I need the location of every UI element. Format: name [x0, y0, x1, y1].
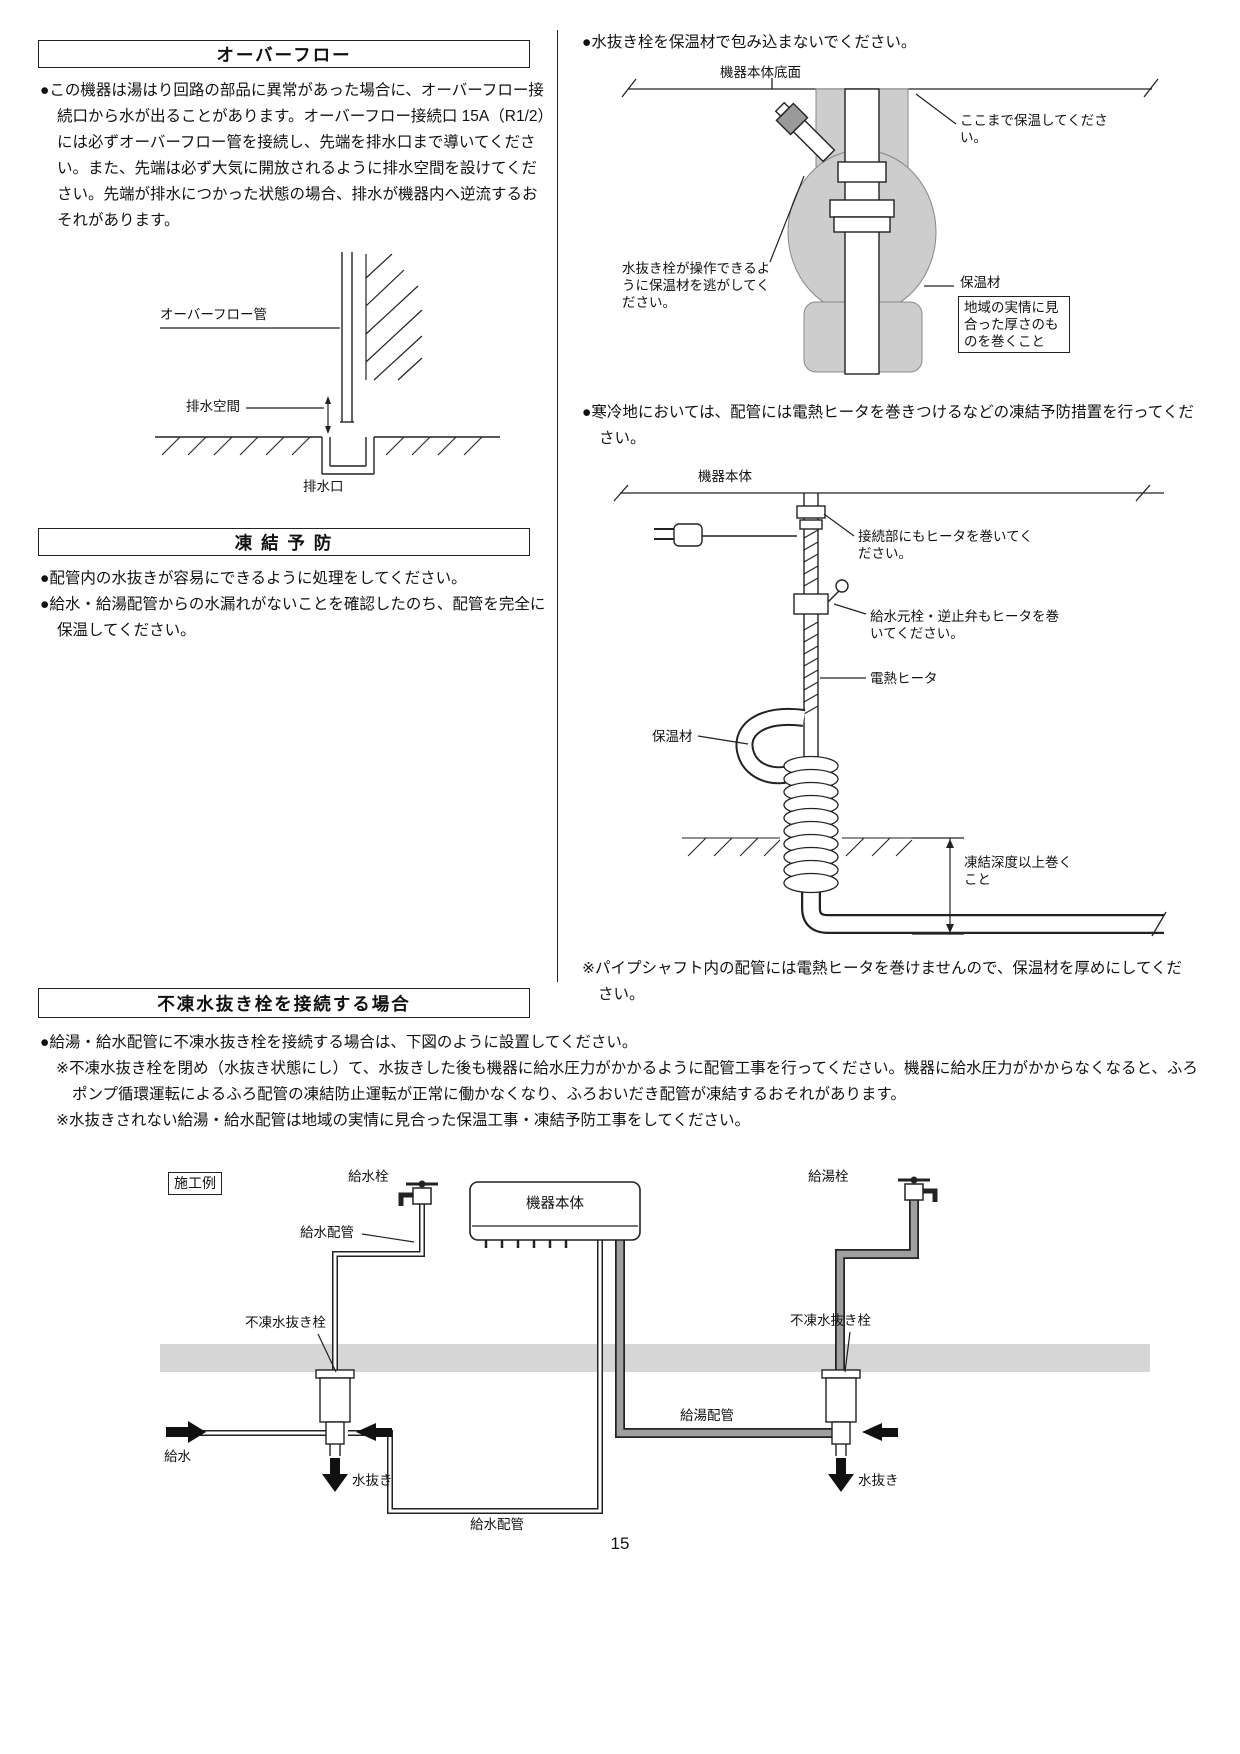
ground-band — [160, 1344, 1150, 1372]
label-leaders — [317, 1233, 851, 1373]
thickness-note-box: 地域の実情に見合った厚さのものを巻くこと — [958, 296, 1070, 353]
unit-box-label: 機器本体 — [526, 1196, 584, 1212]
hot-water-pipes — [615, 1200, 919, 1438]
heater-diagram-art — [613, 484, 1167, 937]
section-title-freeze: 凍 結 予 防 — [234, 532, 334, 553]
bottom-elbow-pipe — [801, 886, 1167, 937]
unit-bottom-label: 機器本体底面 — [720, 65, 801, 80]
label-leaders — [697, 513, 867, 745]
hot-tap-label: 給湯栓 — [808, 1169, 849, 1184]
ground-hatch — [161, 436, 483, 456]
right-column: ●水抜き栓を保温材で包み込まないでください。 — [582, 30, 1204, 1008]
freeze-bullet-1: ●配管内の水抜きが容易にできるように処理をしてください。 — [40, 570, 467, 587]
freeze-bullets: ●配管内の水抜きが容易にできるように処理をしてください。 ●給水・給湯配管からの… — [40, 566, 550, 644]
valve-heater-label: 給水元栓・逆止弁もヒータを巻いてください。 — [870, 609, 1059, 641]
overflow-body-text: ●この機器は湯はり回路の部品に異常があった場合に、オーバーフロー接続口から水が出… — [40, 82, 546, 229]
section-header-freeze: 凍 結 予 防 — [38, 528, 530, 556]
space-arrowheads — [325, 396, 331, 434]
antifreeze-valve-left — [315, 1369, 355, 1456]
water-pipe — [796, 493, 826, 776]
drain-outlet-label: 排水口 — [303, 479, 344, 494]
freeze-bullet-2: ●給水・給湯配管からの水漏れがないことを確認したのち、配管を完全に保温してくださ… — [40, 596, 546, 639]
supply-tap-label: 給水栓 — [348, 1169, 389, 1184]
section-header-antifreeze: 不凍水抜き栓を接続する場合 — [38, 988, 530, 1018]
drain-space-label: 排水空間 — [186, 399, 240, 414]
insulation-coil — [783, 755, 839, 894]
antifreeze-valve-right-label: 不凍水抜き栓 — [790, 1313, 871, 1328]
antifreeze-intro: ●給湯・給水配管に不凍水抜き栓を接続する場合は、下図のように設置してください。 — [40, 1034, 638, 1051]
insulation-diagram: 機器本体底面 ここまで保温してください。 水抜き栓が操作できるように保温材を逃が… — [620, 64, 1160, 386]
depth-dimension — [912, 837, 964, 935]
antifreeze-note-1: ※不凍水抜き栓を閉め（水抜き状態にし）て、水抜きした後も機器に給水圧力がかかるよ… — [56, 1060, 1198, 1103]
pipe-with-flange — [829, 88, 895, 375]
insulation-label-2: 保温材 — [652, 729, 693, 744]
example-box-label: 施工例 — [168, 1172, 222, 1195]
heater-diagram: 機器本体 接続部にもヒータを巻いてください。 給水元栓・逆止弁もヒータを巻いてく… — [612, 456, 1172, 948]
insulation-label-1: 保温材 — [960, 275, 1001, 290]
supply-pipe-label: 給水配管 — [300, 1225, 354, 1240]
heater-wrap-ticks — [803, 529, 819, 715]
freeze-depth-label: 凍結深度以上巻くこと — [964, 855, 1072, 887]
shutoff-valve-icon — [793, 579, 849, 615]
unit-label: 機器本体 — [698, 469, 752, 484]
column-divider — [557, 30, 558, 982]
heater-label: 電熱ヒータ — [870, 671, 938, 686]
supply-pipe2-label: 給水配管 — [470, 1517, 524, 1532]
wall-hatch — [365, 253, 423, 381]
unit-bottom-line — [613, 484, 1164, 502]
drain-valve-icon — [774, 101, 836, 163]
flow-arrows — [166, 1421, 898, 1492]
insulation-diagram-art — [621, 78, 1159, 375]
drain-left-label: 水抜き — [352, 1473, 393, 1488]
supply-faucet-icon — [398, 1180, 438, 1206]
installation-diagram: 施工例 給水栓 給水配管 機器本体 給湯栓 不凍水抜き栓 不凍水抜き栓 給湯配管… — [150, 1166, 1160, 1532]
installation-diagram-art — [160, 1176, 1150, 1514]
antifreeze-text-block: ●給湯・給水配管に不凍水抜き栓を接続する場合は、下図のように設置してください。 … — [40, 1030, 1208, 1134]
valve-access-label: 水抜き栓が操作できるように保温材を逃がしてください。 — [622, 261, 771, 310]
ground-hatch — [682, 837, 913, 857]
unit-drawing — [469, 1181, 641, 1248]
antifreeze-valve-left-label: 不凍水抜き栓 — [245, 1315, 326, 1330]
antifreeze-note-2: ※水抜きされない給湯・給水配管は地域の実情に見合った保温工事・凍結予防工事をして… — [56, 1112, 751, 1129]
supply-label: 給水 — [164, 1449, 191, 1464]
page-number: 15 — [610, 1534, 630, 1553]
overflow-pipe — [340, 252, 354, 423]
overflow-pipe-label: オーバーフロー管 — [160, 307, 268, 322]
section-title-overflow: オーバーフロー — [216, 44, 352, 65]
overflow-diagram: オーバーフロー管 排水空間 排水口 — [100, 252, 540, 500]
hot-faucet-icon — [898, 1176, 938, 1202]
drain-right-label: 水抜き — [858, 1473, 899, 1488]
power-plug-icon — [654, 523, 797, 547]
section-title-antifreeze: 不凍水抜き栓を接続する場合 — [157, 993, 411, 1014]
insulated-bend — [735, 707, 806, 785]
pipe-shaft-note: ※パイプシャフト内の配管には電熱ヒータを巻けませんので、保温材を厚めにしてくださ… — [582, 960, 1182, 1003]
hot-pipe-label: 給湯配管 — [680, 1408, 734, 1423]
ground-and-drain — [155, 436, 500, 475]
label-leaders — [160, 327, 340, 432]
antifreeze-valve-right — [821, 1369, 861, 1456]
insulate-to-label: ここまで保温してください。 — [960, 113, 1108, 145]
wrap-note-text: ●水抜き栓を保温材で包み込まないでください。 — [582, 34, 917, 51]
joint-heater-label: 接続部にもヒータを巻いてください。 — [858, 529, 1033, 561]
cold-region-note: ●寒冷地においては、配管には電熱ヒータを巻きつけるなどの凍結予防措置を行ってくだ… — [582, 404, 1194, 447]
overflow-diagram-art — [155, 252, 500, 475]
label-leaders — [769, 93, 957, 287]
section-header-overflow: オーバーフロー — [38, 40, 530, 68]
